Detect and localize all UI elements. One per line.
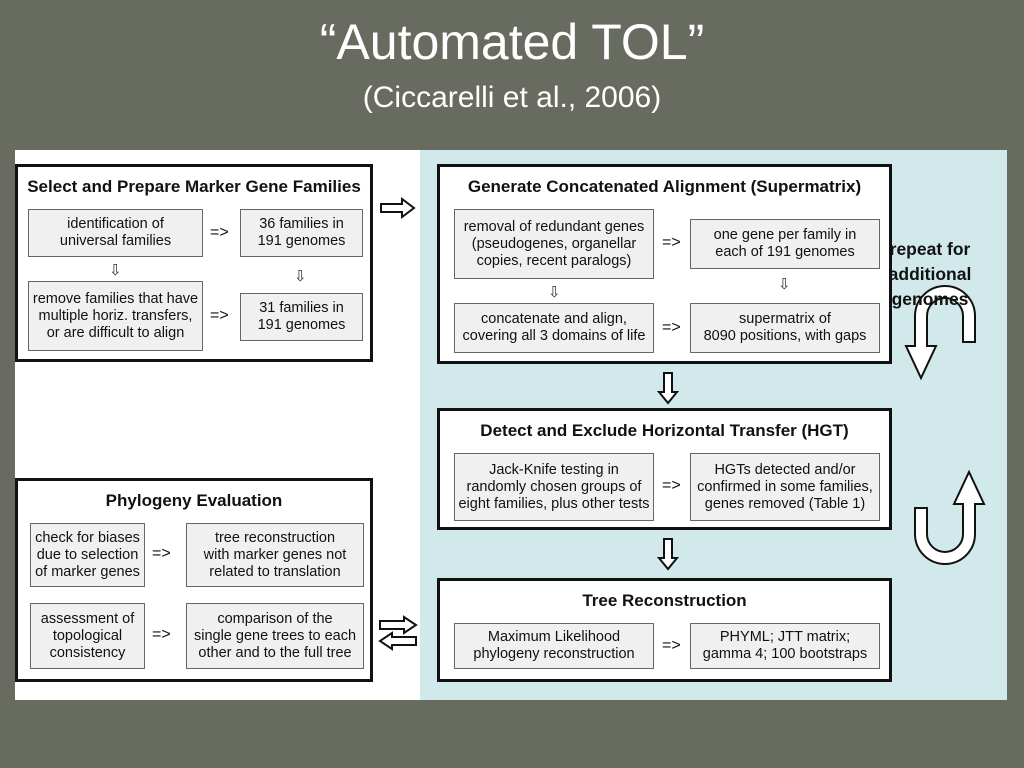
down-arrow-small-icon: ⇩ xyxy=(109,261,122,279)
step-arrow: => xyxy=(662,477,681,494)
down-arrow-small-icon: ⇩ xyxy=(294,267,307,285)
step-box: supermatrix of 8090 positions, with gaps xyxy=(690,303,880,353)
panel-generate-alignment: Generate Concatenated Alignment (Superma… xyxy=(437,164,892,364)
down-hollow-arrow-icon xyxy=(656,538,680,571)
step-box: tree reconstruction with marker genes no… xyxy=(186,523,364,587)
step-box: concatenate and align, covering all 3 do… xyxy=(454,303,654,353)
panel-title: Tree Reconstruction xyxy=(582,591,747,610)
step-box: remove families that have multiple horiz… xyxy=(28,281,203,351)
panel-phylogeny-evaluation: Phylogeny Evaluation check for biases du… xyxy=(15,478,373,682)
step-arrow: => xyxy=(662,319,681,336)
panel-detect-hgt: Detect and Exclude Horizontal Transfer (… xyxy=(437,408,892,530)
step-arrow: => xyxy=(210,307,229,324)
step-arrow: => xyxy=(152,626,171,643)
step-box: 31 families in 191 genomes xyxy=(240,293,363,341)
down-hollow-arrow-icon xyxy=(656,372,680,405)
step-arrow: => xyxy=(662,234,681,251)
step-arrow: => xyxy=(152,545,171,562)
curved-u-arrow-icon xyxy=(904,285,976,381)
step-box: HGTs detected and/or confirmed in some f… xyxy=(690,453,880,521)
panel-tree-reconstruction: Tree Reconstruction Maximum Likelihood p… xyxy=(437,578,892,682)
panel-title: Select and Prepare Marker Gene Families xyxy=(27,177,361,196)
repeat-label: repeat for additional genomes xyxy=(888,239,972,309)
double-swap-arrow-icon xyxy=(378,615,418,651)
step-box: check for biases due to selection of mar… xyxy=(30,523,145,587)
step-arrow: => xyxy=(210,224,229,241)
panel-title: Phylogeny Evaluation xyxy=(105,491,283,510)
slide-title: “Automated TOL” xyxy=(319,14,705,70)
step-arrow: => xyxy=(662,637,681,654)
step-box: comparison of the single gene trees to e… xyxy=(186,603,364,669)
step-box: one gene per family in each of 191 genom… xyxy=(690,219,880,269)
step-box: identification of universal families xyxy=(28,209,203,257)
step-box: Jack-Knife testing in randomly chosen gr… xyxy=(454,453,654,521)
step-box: 36 families in 191 genomes xyxy=(240,209,363,257)
right-hollow-arrow-icon xyxy=(380,197,416,219)
step-box: Maximum Likelihood phylogeny reconstruct… xyxy=(454,623,654,669)
step-box: PHYML; JTT matrix; gamma 4; 100 bootstra… xyxy=(690,623,880,669)
step-box: assessment of topological consistency xyxy=(30,603,145,669)
step-box: removal of redundant genes (pseudogenes,… xyxy=(454,209,654,279)
down-arrow-small-icon: ⇩ xyxy=(778,275,791,293)
panel-title: Generate Concatenated Alignment (Superma… xyxy=(467,177,862,196)
panel-title: Detect and Exclude Horizontal Transfer (… xyxy=(480,421,849,440)
slide-subtitle: (Ciccarelli et al., 2006) xyxy=(362,81,662,114)
panel-select-marker-genes: Select and Prepare Marker Gene Families … xyxy=(15,164,373,362)
workflow-figure: Select and Prepare Marker Gene Families … xyxy=(15,150,1007,700)
curved-u-arrow-icon xyxy=(914,469,986,565)
down-arrow-small-icon: ⇩ xyxy=(548,283,561,301)
